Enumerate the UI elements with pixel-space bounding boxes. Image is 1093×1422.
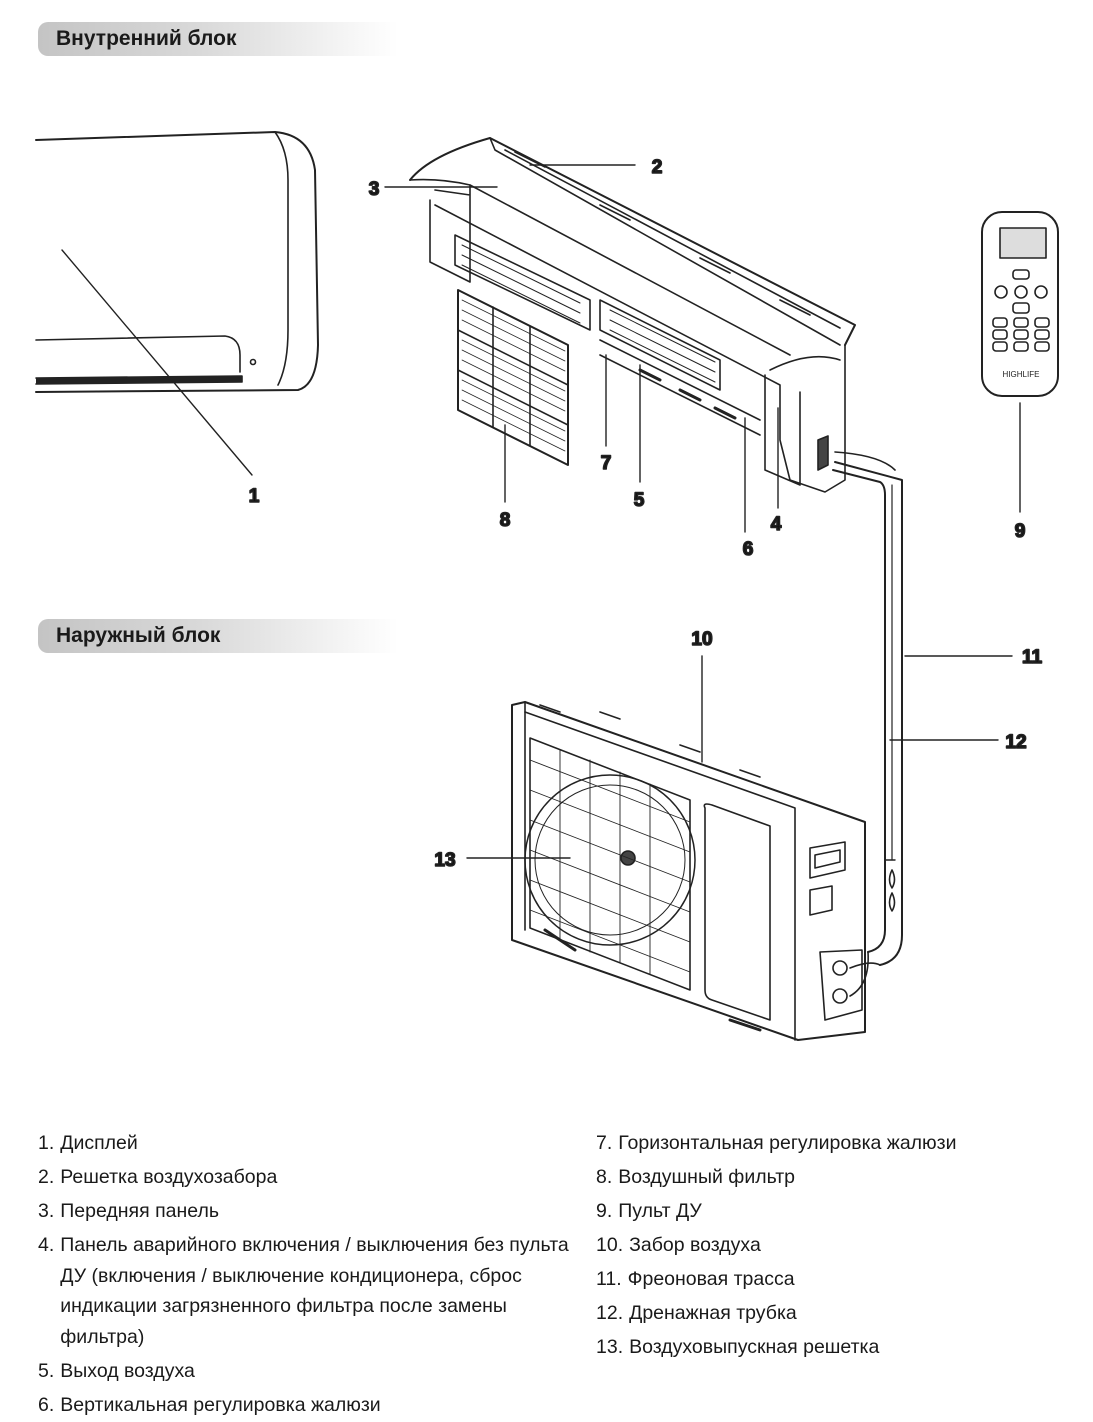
legend-item: 8.Воздушный фильтр [596, 1166, 796, 1188]
callout-8: 8 [500, 510, 511, 531]
callout-7: 7 [601, 453, 612, 474]
legend-item: 3.Передняя панель [38, 1200, 219, 1222]
indoor-unit-title: Внутренний блок [56, 27, 237, 50]
callout-4: 4 [771, 514, 782, 535]
display-closeup [35, 131, 319, 393]
indoor-unit-header: Внутренний блок [38, 22, 398, 56]
outdoor-unit-header: Наружный блок [38, 619, 398, 653]
callout-5: 5 [634, 490, 645, 511]
legend-right-column: 7.Горизонтальная регулировка жалюзи 8.Во… [596, 1126, 1076, 1364]
callout-labels: 1 2 3 4 5 6 7 8 9 10 11 12 13 [248, 156, 1043, 872]
legend-item: 9.Пульт ДУ [596, 1200, 702, 1222]
legend-item: 5.Выход воздуха [38, 1360, 195, 1382]
legend-item: 6.Вертикальная регулировка жалюзи [38, 1394, 381, 1416]
callout-2: 2 [652, 157, 663, 178]
legend-item: 4.Панель аварийного включения / выключен… [38, 1234, 569, 1348]
remote-brand-text: HIGHLIFE [1003, 370, 1040, 379]
legend-item: 7.Горизонтальная регулировка жалюзи [596, 1132, 957, 1154]
callout-9: 9 [1015, 521, 1026, 542]
refrigerant-line [832, 451, 903, 966]
legend-item: 10.Забор воздуха [596, 1234, 761, 1256]
legend-item: 12.Дренажная трубка [596, 1302, 797, 1324]
air-filter [457, 289, 569, 466]
legend-item: 1.Дисплей [38, 1132, 138, 1154]
legend-item: 13.Воздуховыпускная решетка [596, 1336, 880, 1358]
callout-13: 13 [434, 850, 455, 871]
leader-lines [61, 164, 1021, 859]
callout-12: 12 [1005, 732, 1026, 753]
outdoor-unit-title: Наружный блок [56, 624, 221, 647]
legend-item: 11.Фреоновая трасса [596, 1268, 795, 1290]
legend-left-column: 1.Дисплей 2.Решетка воздухозабора 3.Пере… [38, 1126, 578, 1422]
callout-10: 10 [691, 629, 712, 650]
callout-6: 6 [743, 539, 754, 560]
outdoor-unit [511, 701, 881, 1041]
legend-item: 2.Решетка воздухозабора [38, 1166, 278, 1188]
air-conditioner-diagram: HIGHLIFE [35, 131, 1059, 1041]
indoor-unit [409, 137, 856, 493]
callout-1: 1 [249, 486, 260, 507]
callout-3: 3 [369, 179, 380, 200]
remote-control: HIGHLIFE [981, 211, 1059, 397]
callout-11: 11 [1022, 647, 1043, 668]
